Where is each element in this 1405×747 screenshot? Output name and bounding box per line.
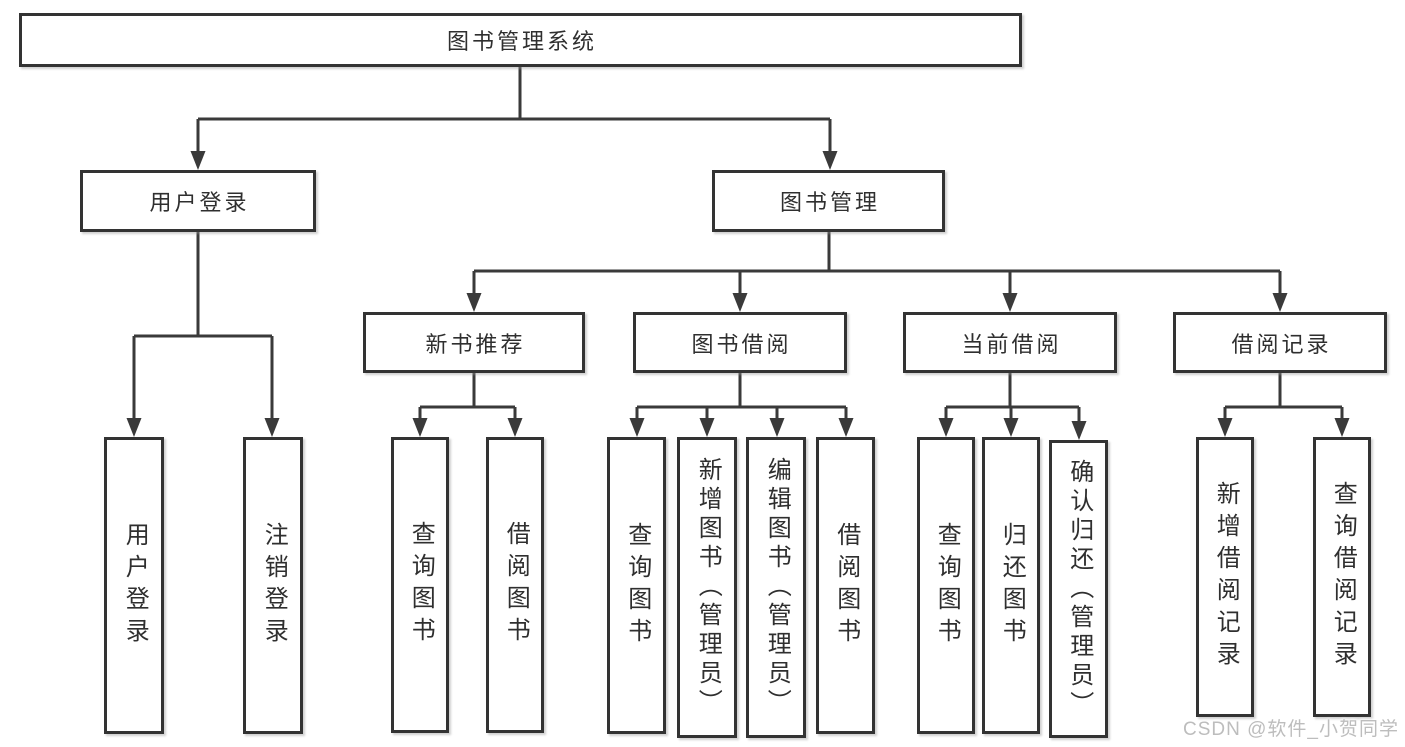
node-label: 新书推荐 xyxy=(425,331,526,357)
leaf-confirm-return-admin: 确认归还（管理员） xyxy=(1049,440,1108,738)
leaf-label: 归还图书 xyxy=(998,521,1026,650)
leaf-query-books-borrow: 查询图书 xyxy=(607,437,666,734)
leaf-query-books-current: 查询图书 xyxy=(917,437,975,734)
leaf-add-book-admin: 新增图书（管理员） xyxy=(677,437,737,738)
leaf-borrow-books-borrow: 借阅图书 xyxy=(816,437,875,734)
leaf-label: 查询借阅记录 xyxy=(1329,481,1357,673)
leaf-label: 注销登录 xyxy=(260,521,288,650)
watermark: CSDN @软件_小贺同学 xyxy=(1183,719,1399,740)
node-system-root: 图书管理系统 xyxy=(19,13,1022,67)
leaf-label: 用户登录 xyxy=(121,521,149,650)
leaf-label: 借阅图书 xyxy=(832,521,860,650)
leaf-logout: 注销登录 xyxy=(243,437,303,734)
leaf-label: 新增图书（管理员） xyxy=(694,457,722,718)
node-book-management: 图书管理 xyxy=(712,170,945,232)
node-borrow-records: 借阅记录 xyxy=(1173,312,1387,373)
leaf-label: 借阅图书 xyxy=(502,521,530,649)
leaf-return-books: 归还图书 xyxy=(982,437,1040,734)
leaf-edit-book-admin: 编辑图书（管理员） xyxy=(746,437,806,738)
node-label: 用户登录 xyxy=(149,190,250,215)
leaf-label: 查询图书 xyxy=(407,521,435,649)
node-label: 图书借阅 xyxy=(691,331,792,357)
leaf-query-books-recommend: 查询图书 xyxy=(391,437,449,733)
node-label: 借阅记录 xyxy=(1231,331,1332,357)
node-label: 图书管理系统 xyxy=(446,29,597,54)
node-book-borrow: 图书借阅 xyxy=(633,312,847,373)
leaf-label: 查询图书 xyxy=(933,521,961,650)
node-user-login: 用户登录 xyxy=(80,170,316,232)
node-current-borrow: 当前借阅 xyxy=(903,312,1117,373)
leaf-add-borrow-record: 新增借阅记录 xyxy=(1196,437,1254,717)
leaf-borrow-books-recommend: 借阅图书 xyxy=(486,437,544,733)
node-label: 图书管理 xyxy=(779,190,880,215)
leaf-label: 确认归还（管理员） xyxy=(1065,458,1093,720)
node-label: 当前借阅 xyxy=(961,331,1062,357)
leaf-label: 编辑图书（管理员） xyxy=(763,457,791,718)
leaf-user-login: 用户登录 xyxy=(104,437,164,734)
leaf-query-borrow-record: 查询借阅记录 xyxy=(1313,437,1371,717)
leaf-label: 查询图书 xyxy=(623,521,651,650)
leaf-label: 新增借阅记录 xyxy=(1212,481,1240,673)
node-new-book-recommend: 新书推荐 xyxy=(363,312,585,373)
